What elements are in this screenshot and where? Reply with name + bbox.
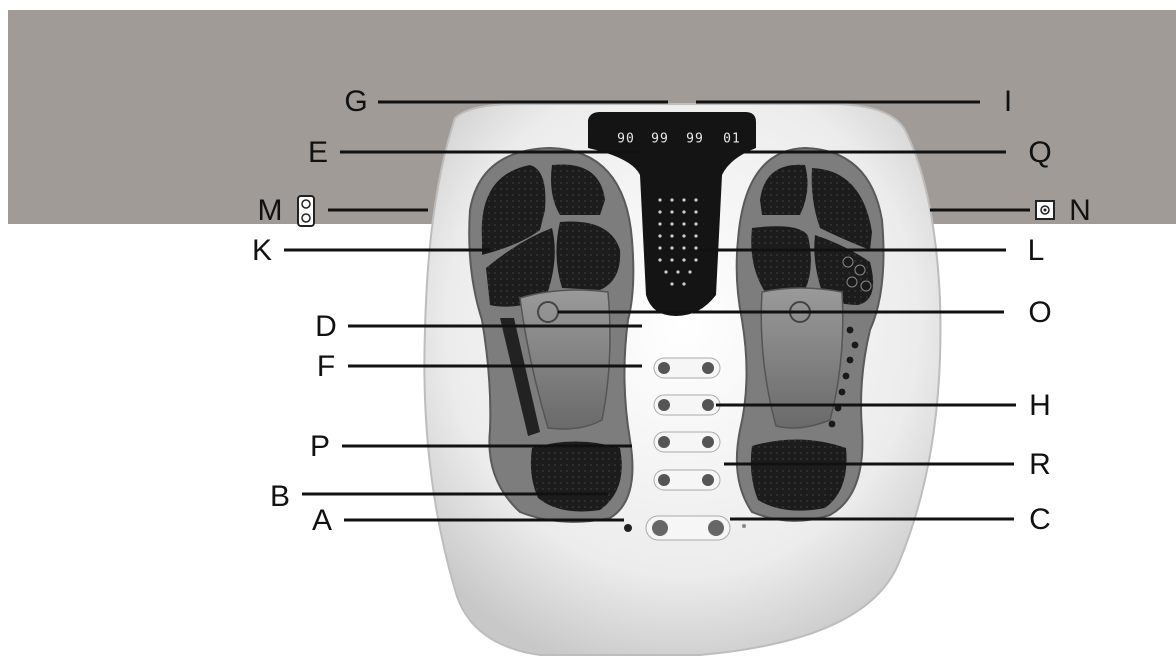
label-C: C	[1029, 505, 1051, 535]
leader-Q	[740, 151, 1006, 154]
label-Q: Q	[1028, 138, 1051, 168]
leader-K	[284, 249, 490, 252]
leader-O	[558, 311, 1004, 314]
display-readout-4: 01	[723, 132, 741, 147]
leader-N	[930, 209, 1030, 212]
label-O: O	[1028, 298, 1051, 328]
leader-H	[716, 404, 1016, 407]
display-readout-2: 99	[651, 132, 669, 147]
power-switch-icon	[1036, 201, 1054, 219]
label-K: K	[252, 236, 272, 266]
label-D: D	[315, 312, 337, 342]
leader-I	[696, 101, 980, 104]
leader-C	[730, 518, 1014, 521]
right-ball-pad-inner	[751, 226, 811, 292]
label-B: B	[270, 482, 290, 512]
socket-icon	[298, 196, 314, 226]
label-M: M	[258, 196, 283, 226]
leader-B	[302, 493, 608, 496]
leader-D	[348, 325, 642, 328]
button-row-2	[654, 395, 720, 415]
label-G: G	[344, 87, 367, 117]
leader-E	[340, 151, 640, 154]
label-I: I	[1004, 87, 1012, 117]
label-P: P	[310, 432, 330, 462]
leader-A	[344, 519, 624, 522]
display-readout-3: 99	[686, 132, 704, 147]
indicator-light-right	[742, 524, 746, 528]
leader-M	[328, 209, 428, 212]
label-N: N	[1069, 196, 1091, 226]
display-readout-1: 90	[617, 132, 635, 147]
button-row-3	[654, 432, 720, 452]
label-F: F	[317, 352, 335, 382]
label-A: A	[312, 506, 332, 536]
right-heel-pad	[751, 439, 847, 510]
leader-F	[348, 365, 642, 368]
leader-R	[724, 463, 1014, 466]
leader-P	[342, 445, 632, 448]
label-R: R	[1029, 450, 1051, 480]
label-E: E	[308, 138, 328, 168]
leader-L	[700, 249, 1006, 252]
indicator-light	[624, 524, 632, 532]
button-row-4	[654, 470, 720, 490]
right-arch-electrode	[761, 288, 843, 428]
button-row-5	[646, 516, 730, 540]
left-heel-pad	[531, 442, 622, 512]
label-L: L	[1028, 236, 1045, 266]
leader-G	[378, 101, 668, 104]
label-H: H	[1029, 391, 1051, 421]
button-row-1	[654, 358, 720, 378]
